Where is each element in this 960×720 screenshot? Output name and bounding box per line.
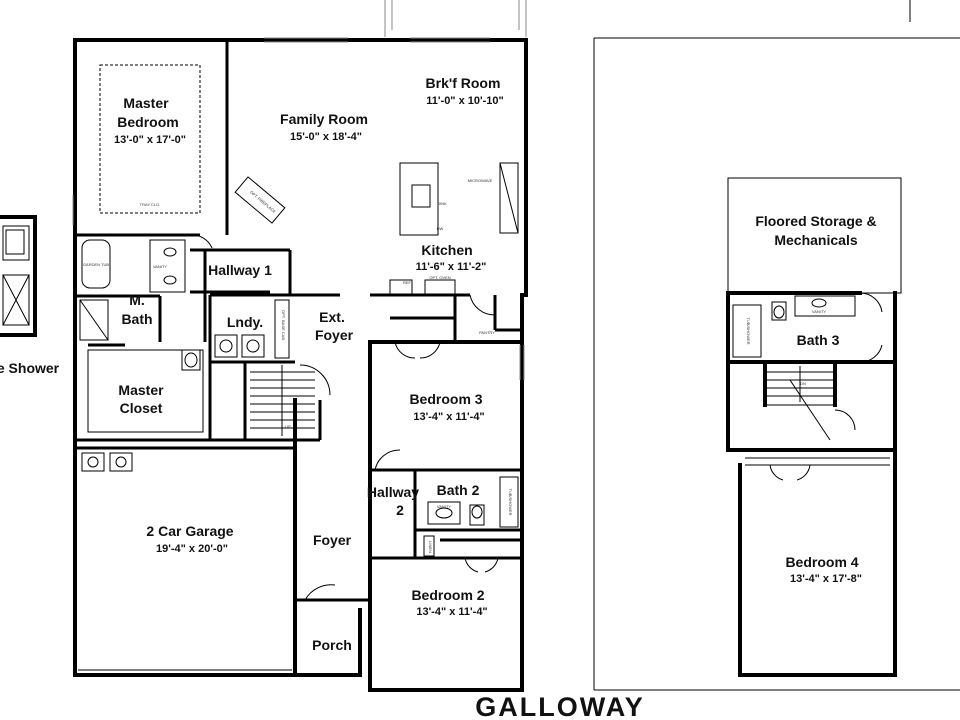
side-detail: e Shower — [0, 215, 60, 376]
bath3-label: Bath 3 — [797, 332, 840, 348]
microwave-label: MICROWAVE — [468, 178, 493, 183]
m-bath-vanity-label: VANITY — [153, 264, 167, 269]
family-room-label: Family Room — [280, 111, 368, 127]
ext-foyer-label-2: Foyer — [315, 327, 354, 343]
master-bedroom-label-1: Master — [123, 95, 169, 111]
pantry-label: PANTRY — [479, 330, 495, 335]
kitchen-label: Kitchen — [421, 242, 472, 258]
hallway2-label-1: Hallway — [367, 484, 419, 500]
bedroom2-label: Bedroom 2 — [411, 587, 484, 603]
upper-floor — [593, 0, 960, 691]
bath3-tub-shower-label: TUB/SHOWER — [746, 317, 751, 344]
porch-label: Porch — [312, 637, 352, 653]
storage-label-2: Mechanicals — [774, 232, 857, 248]
linen-label: LINEN — [428, 541, 433, 553]
brkf-room-label: Brk'f Room — [426, 75, 501, 91]
hallway1-label: Hallway 1 — [208, 262, 272, 278]
bedroom4-label: Bedroom 4 — [785, 554, 858, 570]
upper-stairs — [767, 366, 833, 402]
foyer-label: Foyer — [313, 532, 352, 548]
bath2-tub-shower-label: TUB/SHOWER — [508, 488, 513, 515]
room-labels: Master Bedroom 13'-0" x 17'-0" TRAY CLG.… — [83, 75, 877, 653]
upper-stairs-dn-label: DN — [800, 381, 806, 386]
garden-tub-label: GARDEN TUB — [83, 262, 109, 267]
master-bedroom-dims: 13'-0" x 17'-0" — [114, 134, 186, 146]
m-bath-label-1: M. — [129, 292, 145, 308]
lndy-label: Lndy. — [227, 314, 263, 330]
side-detail-label: e Shower — [0, 360, 60, 376]
kitchen-dims: 11'-6" x 11'-2" — [416, 261, 487, 273]
opt-fireplace-label: OPT. FIREPLACE — [249, 190, 277, 215]
ext-foyer-label-1: Ext. — [319, 309, 345, 325]
bath2-label: Bath 2 — [437, 482, 480, 498]
sink-label: SINK — [437, 201, 447, 206]
m-bath-label-2: Bath — [121, 311, 152, 327]
ref-label: REF — [403, 280, 412, 285]
master-closet-label-2: Closet — [120, 400, 163, 416]
tray-clg-label: TRAY CLG. — [140, 202, 161, 207]
plan-title: GALLOWAY — [475, 692, 645, 720]
brkf-room-dims: 11'-0" x 10'-10" — [426, 95, 503, 107]
master-closet-label-1: Master — [118, 382, 164, 398]
main-stairs-up-label: UP — [285, 424, 291, 429]
dw-label: DW — [437, 226, 444, 231]
opt-oven-label: OPT. OVEN — [429, 275, 450, 280]
main-floor — [72, 0, 528, 692]
main-stairs — [250, 365, 315, 436]
garage-dims: 19'-4" x 20'-0" — [156, 543, 228, 555]
bedroom3-label: Bedroom 3 — [409, 391, 482, 407]
storage-label-1: Floored Storage & — [755, 213, 876, 229]
garage-label: 2 Car Garage — [146, 523, 233, 539]
hallway2-label-2: 2 — [396, 502, 404, 518]
opt-base-cab-label: OPT. BASE CAB — [281, 310, 286, 340]
bath2-vanity-label: VANITY — [437, 504, 451, 509]
bedroom2-dims: 13'-4" x 11'-4" — [416, 606, 487, 618]
master-bedroom-label-2: Bedroom — [117, 114, 178, 130]
bath3-vanity-label: VANITY — [812, 309, 826, 314]
bedroom4-dims: 13'-4" x 17'-8" — [790, 573, 862, 585]
bedroom3-dims: 13'-4" x 11'-4" — [413, 411, 484, 423]
family-room-dims: 15'-0" x 18'-4" — [290, 131, 362, 143]
